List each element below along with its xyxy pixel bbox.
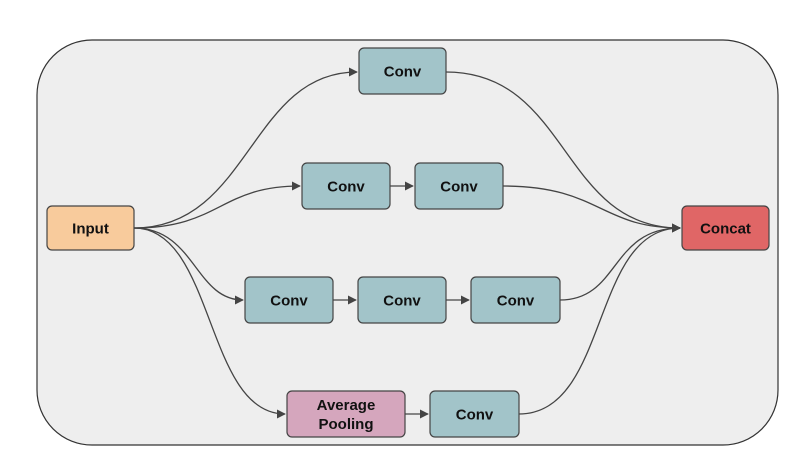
- edge-branch4-to-concat: [518, 223, 681, 415]
- edge-branch2-to-concat: [502, 185, 681, 233]
- branch4-conv-box: [429, 390, 520, 438]
- branch2-conv1-node: Conv: [301, 162, 391, 210]
- module-container: [36, 39, 779, 446]
- concat-node-label: Concat: [700, 221, 751, 238]
- branch3-conv1-node: Conv: [244, 276, 334, 324]
- branch2-conv2-label: Conv: [440, 179, 478, 196]
- branch3-conv3-box: [470, 276, 561, 324]
- input-node: Input: [46, 205, 135, 251]
- branch4-average-pooling-node: Average Pooling: [286, 390, 406, 438]
- branch1-conv-box: [358, 47, 447, 95]
- branch3-conv1-box: [244, 276, 334, 324]
- edges: [133, 67, 681, 419]
- branch3-conv3-node: Conv: [470, 276, 561, 324]
- concat-node: Concat: [681, 205, 770, 251]
- branch3-conv2-label: Conv: [383, 293, 421, 310]
- edge-input-to-branch1-conv: [133, 67, 358, 229]
- branch4-pool-label-line1: Average: [317, 397, 376, 414]
- edge-input-to-branch2-conv: [133, 181, 301, 229]
- edge-branch3-to-concat: [559, 223, 681, 301]
- edge-input-to-branch4-pool: [133, 227, 286, 419]
- branch4-conv-node: Conv: [429, 390, 520, 438]
- edge-branch1-to-concat: [445, 71, 681, 233]
- branch1-conv-label: Conv: [384, 64, 422, 81]
- input-node-box: [46, 205, 135, 251]
- branch2-conv1-box: [301, 162, 391, 210]
- branch3-conv3-label: Conv: [497, 293, 535, 310]
- branch3-conv2-box: [357, 276, 447, 324]
- concat-node-box: [681, 205, 770, 251]
- edge-input-to-branch3-conv: [133, 227, 244, 305]
- branch1-conv-node: Conv: [358, 47, 447, 95]
- branch3-conv2-node: Conv: [357, 276, 447, 324]
- branch2-conv1-label: Conv: [327, 179, 365, 196]
- branch3-conv1-label: Conv: [270, 293, 308, 310]
- branch2-conv2-node: Conv: [414, 162, 504, 210]
- input-node-label: Input: [72, 221, 109, 238]
- branch4-conv-label: Conv: [456, 407, 494, 424]
- branch4-pool-label-line2: Pooling: [319, 416, 374, 433]
- branch2-conv2-box: [414, 162, 504, 210]
- branch4-pool-box: [286, 390, 406, 438]
